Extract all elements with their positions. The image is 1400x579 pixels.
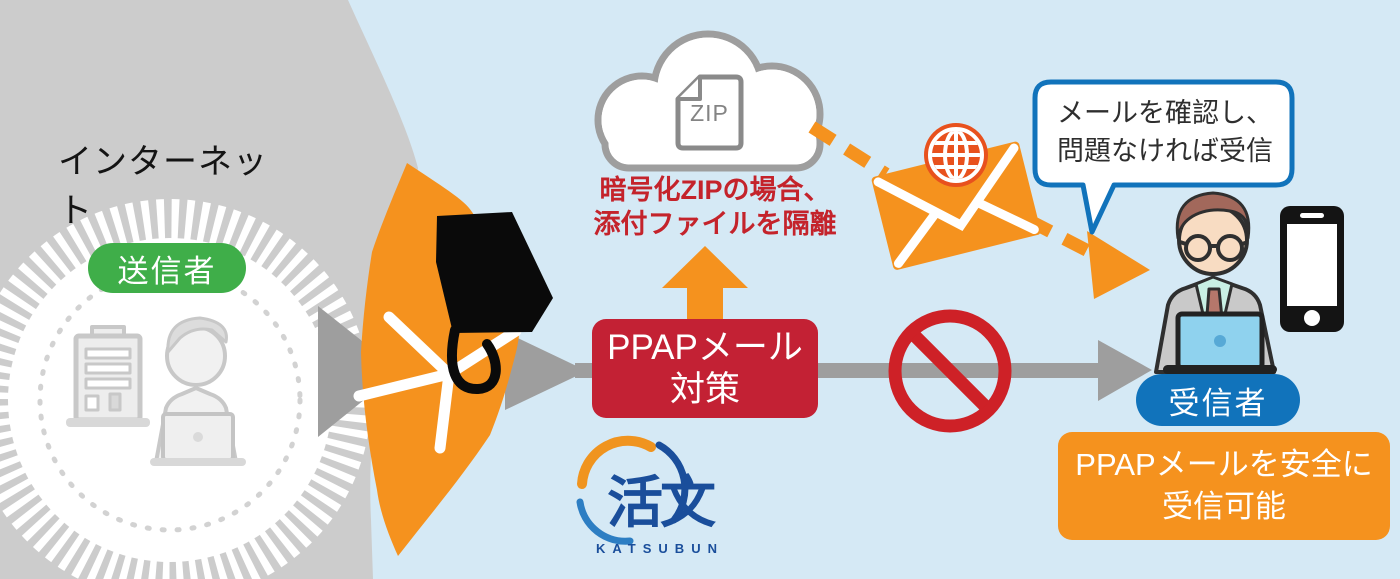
gateway-envelope bbox=[353, 163, 553, 556]
speech-bubble bbox=[1032, 79, 1295, 235]
smartphone-icon bbox=[1280, 206, 1344, 332]
katsubun-logo-name: KATSUBUN bbox=[596, 541, 724, 556]
result-box-line2: 受信可能 bbox=[1162, 489, 1286, 524]
glasses-icon bbox=[1179, 234, 1249, 262]
quarantine-note-line2: 添付ファイルを隔離 bbox=[593, 209, 837, 239]
result-box: PPAPメールを安全に 受信可能 bbox=[1058, 432, 1390, 540]
receiver-person-icon bbox=[1154, 191, 1277, 374]
speech-bubble-line2: 問題なければ受信 bbox=[1057, 136, 1273, 166]
arrow-gateway-out bbox=[505, 332, 587, 410]
arrow-head-to-receiver bbox=[1098, 340, 1152, 401]
dashed-arrow-head bbox=[1087, 231, 1150, 299]
building-icon bbox=[66, 325, 150, 427]
speech-bubble-text: メールを確認し、 問題なければ受信 bbox=[1040, 94, 1290, 170]
receiver-badge: 受信者 bbox=[1136, 374, 1300, 426]
countermeasure-box-line2: 対策 bbox=[669, 369, 740, 409]
dashed-ring bbox=[37, 267, 303, 533]
globe-icon bbox=[924, 123, 988, 187]
zip-file-label: ZIP bbox=[690, 100, 729, 126]
binder-clip-icon bbox=[436, 212, 553, 333]
quarantine-note: 暗号化ZIPの場合、 添付ファイルを隔離 bbox=[555, 173, 875, 241]
arrow-sender-to-gateway bbox=[318, 306, 400, 437]
result-box-line1: PPAPメールを安全に bbox=[1075, 447, 1373, 482]
arrow-quarantine-up bbox=[662, 246, 748, 322]
internet-mail-envelope bbox=[871, 123, 1041, 270]
prohibition-icon bbox=[888, 309, 1012, 433]
countermeasure-box-line1: PPAPメール bbox=[607, 327, 803, 367]
sender-badge: 送信者 bbox=[88, 243, 246, 293]
katsubun-logo-arcs bbox=[576, 435, 689, 545]
zip-file-icon bbox=[675, 74, 744, 151]
katsubun-logo-kanji: 活文 bbox=[607, 471, 716, 534]
internet-zone-label: インターネット bbox=[58, 143, 268, 230]
countermeasure-box: PPAPメール 対策 bbox=[592, 319, 818, 418]
speech-bubble-line1: メールを確認し、 bbox=[1057, 98, 1273, 128]
sender-person-icon bbox=[150, 316, 246, 466]
quarantine-note-line1: 暗号化ZIPの場合、 bbox=[599, 175, 831, 205]
